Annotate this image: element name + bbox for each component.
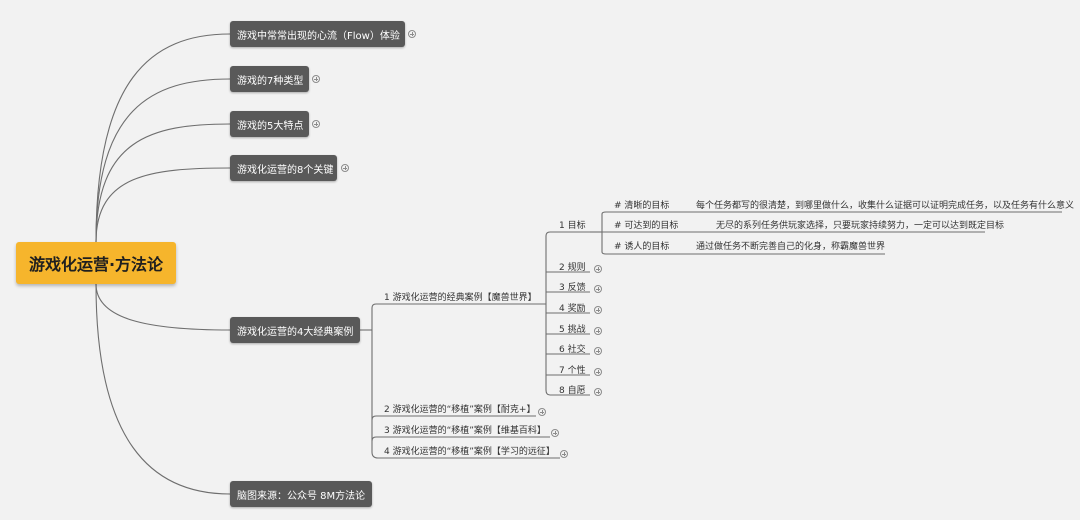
goal-tag-achievable[interactable]: # 可达到的目标 [614, 221, 679, 231]
connector [545, 389, 590, 396]
connector [371, 451, 560, 459]
branch-8-keys[interactable]: 游戏化运营的8个关键 [230, 155, 337, 181]
branch-label: 游戏化运营的8个关键 [237, 164, 334, 176]
branch-flow-experience[interactable]: 游戏中常常出现的心流（Flow）体验 [230, 21, 405, 47]
case-warcraft[interactable]: 1 游戏化运营的经典案例【魔兽世界】 [384, 293, 537, 303]
goal-tag-attractive[interactable]: # 诱人的目标 [614, 242, 670, 252]
connector [601, 251, 885, 255]
branch-label: 游戏化运营的4大经典案例 [237, 326, 354, 338]
connector [601, 211, 1062, 215]
expand-icon[interactable] [594, 388, 602, 396]
expand-icon[interactable] [594, 347, 602, 355]
goal-desc-achievable: 无尽的系列任务供玩家选择，只要玩家持续努力，一定可以达到既定目标 [716, 221, 1005, 231]
wow-item-feedback[interactable]: 3 反馈 [559, 283, 586, 293]
expand-icon[interactable] [594, 368, 602, 376]
case-nike[interactable]: 2 游戏化运营的“移植”案例【耐克+】 [384, 405, 536, 415]
connector [95, 123, 231, 243]
root-node[interactable]: 游戏化运营·方法论 [16, 242, 176, 284]
connector [545, 231, 590, 237]
goal-tag-clear[interactable]: # 清晰的目标 [614, 201, 670, 211]
connector [371, 436, 550, 442]
wow-item-rules[interactable]: 2 规则 [559, 263, 586, 273]
case-wiki[interactable]: 3 游戏化运营的“移植”案例【维基百科】 [384, 426, 546, 436]
connector [371, 303, 546, 309]
case-learning[interactable]: 4 游戏化运营的“移植”案例【学习的远征】 [384, 447, 555, 457]
expand-icon[interactable] [594, 285, 602, 293]
connector [95, 78, 231, 243]
goal-desc-clear: 每个任务都写的很清楚，到哪里做什么，收集什么证据可以证明完成任务，以及任务有什么… [696, 201, 1075, 211]
wow-item-goal[interactable]: 1 目标 [559, 221, 586, 231]
goal-desc-attractive: 通过做任务不断完善自己的化身，称霸魔兽世界 [696, 242, 886, 252]
branch-game-types[interactable]: 游戏的7种类型 [230, 66, 309, 92]
wow-item-challenge[interactable]: 5 挑战 [559, 325, 586, 335]
branch-4-cases[interactable]: 游戏化运营的4大经典案例 [230, 317, 360, 343]
expand-icon[interactable] [341, 164, 349, 172]
branch-game-features[interactable]: 游戏的5大特点 [230, 111, 309, 137]
branch-label: 游戏的7种类型 [237, 75, 304, 87]
connector [95, 283, 231, 495]
expand-icon[interactable] [551, 429, 559, 437]
expand-icon[interactable] [408, 30, 416, 38]
connector [95, 33, 231, 243]
branch-label: 脑图来源：公众号 8M方法论 [237, 490, 366, 502]
wow-item-voluntary[interactable]: 8 自愿 [559, 386, 586, 396]
branch-label: 游戏中常常出现的心流（Flow）体验 [237, 30, 400, 42]
expand-icon[interactable] [312, 75, 320, 83]
wow-item-social[interactable]: 6 社交 [559, 345, 586, 355]
expand-icon[interactable] [594, 327, 602, 335]
connector [371, 415, 536, 421]
expand-icon[interactable] [538, 408, 546, 416]
expand-icon[interactable] [594, 265, 602, 273]
expand-icon[interactable] [560, 450, 568, 458]
connector [95, 167, 231, 243]
branch-source[interactable]: 脑图来源：公众号 8M方法论 [230, 481, 372, 507]
wow-item-reward[interactable]: 4 奖励 [559, 304, 586, 314]
wow-item-personality[interactable]: 7 个性 [559, 366, 586, 376]
expand-icon[interactable] [312, 120, 320, 128]
branch-label: 游戏的5大特点 [237, 120, 304, 132]
expand-icon[interactable] [594, 306, 602, 314]
connector [95, 283, 231, 331]
